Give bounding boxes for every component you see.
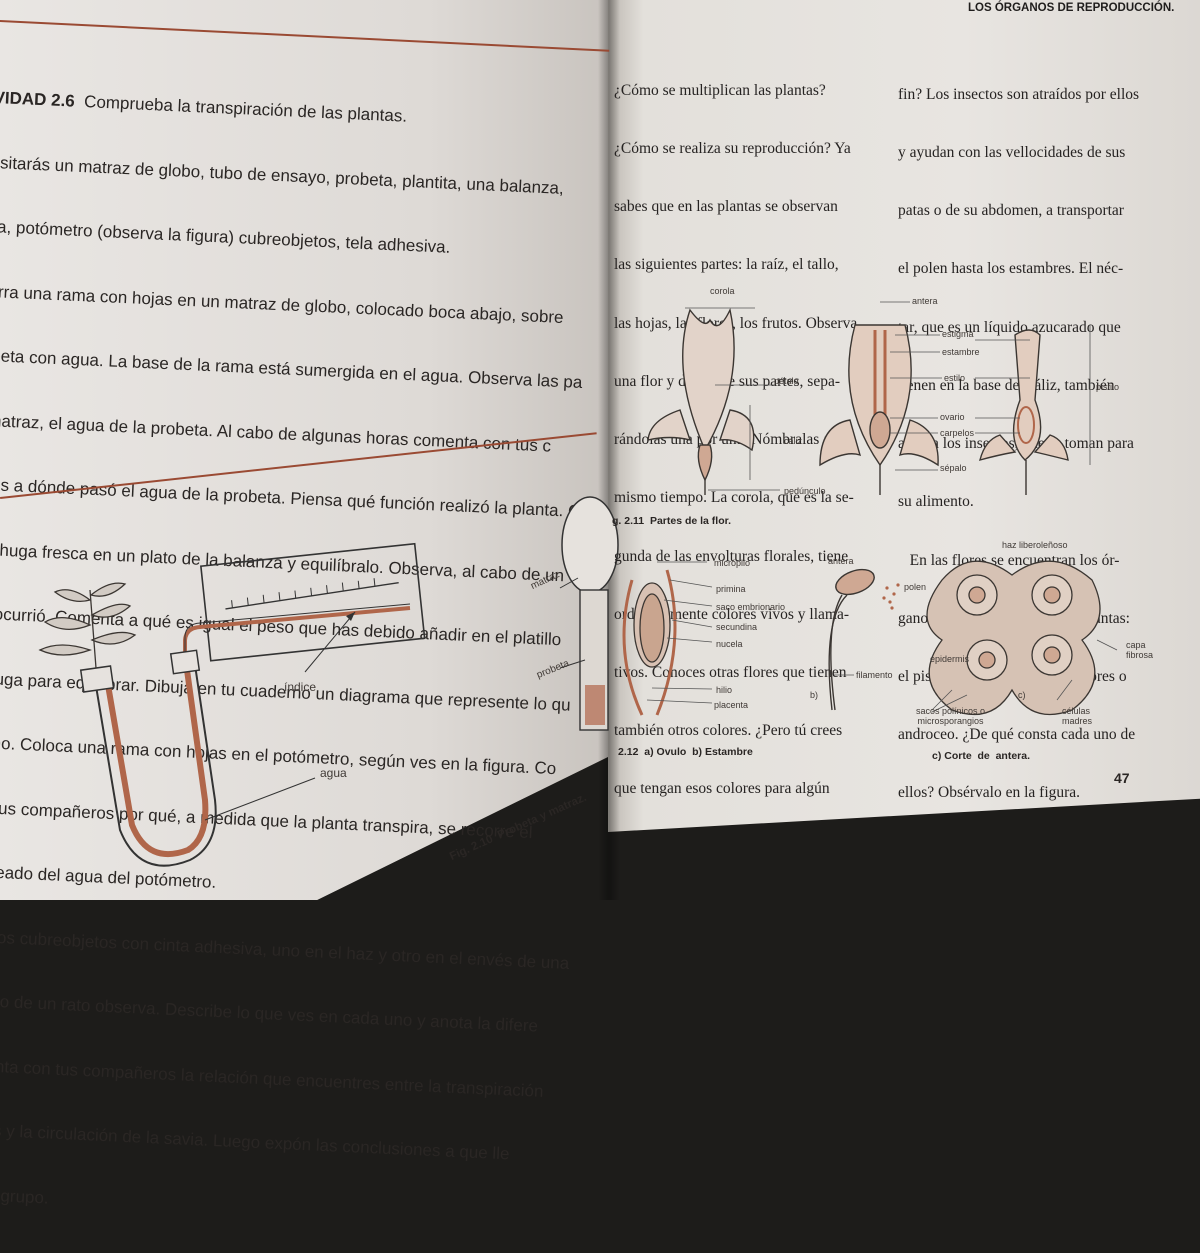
- anther-cross-section: [926, 560, 1101, 716]
- col2-line: tar, que es un líquido azucarado que: [898, 318, 1121, 336]
- col2-line: patas o de su abdomen, a transportar: [898, 202, 1124, 220]
- col2-line: su alimento.: [898, 493, 974, 511]
- activity-line: ante tu grupo.: [0, 1185, 50, 1208]
- label-polen: polen: [904, 582, 927, 592]
- col1-line: también otros colores. ¿Pero tú crees: [614, 722, 843, 740]
- label-sacos-polinicos: sacos polínicos o microsporangios: [916, 706, 986, 726]
- col1-line: tivos. Conoces otras flores que tienen: [614, 664, 847, 681]
- stamen: [828, 568, 900, 711]
- col1-line: ¿Cómo se multiplican las plantas?: [614, 81, 826, 99]
- label-pistilo: pistilo: [1096, 382, 1120, 392]
- col2-line: y ayudan con las vellocidades de sus: [898, 144, 1126, 162]
- activity-line: esitarás un matraz de globo, tubo de ens…: [0, 152, 565, 198]
- activity-line: Al cabo de un rato observa. Describe lo …: [0, 990, 539, 1036]
- leafy-branch: [38, 582, 137, 669]
- label-saco-embrionario: saco embrionario: [716, 602, 786, 612]
- label-corola: corola: [710, 286, 735, 296]
- activity-number: VIDAD 2.6: [0, 87, 76, 111]
- potometer-scale: [199, 542, 426, 662]
- fig-2-12-caption: 2.12 a) Ovulo b) Estambre: [618, 746, 753, 758]
- label-nucela: nucela: [716, 639, 743, 649]
- col1-line: gunda de las envolturas florales, tiene: [614, 547, 849, 565]
- label-c: c): [1018, 690, 1026, 700]
- activity-heading-text: Comprueba la transpiración de las planta…: [83, 92, 408, 126]
- activity-line: Fija dos cubreobjetos con cinta adhesiva…: [0, 925, 570, 973]
- label-sepalo: sépalo: [940, 463, 967, 473]
- col1-line: que tengan esos colores para algún: [614, 780, 830, 798]
- label-placenta: placenta: [714, 700, 749, 710]
- fig-2-11-caption: g. 2.11 Partes de la flor.: [612, 515, 732, 527]
- stopper-right: [169, 649, 201, 675]
- activity-line: obeta con agua. La base de la rama está …: [0, 345, 583, 392]
- label-caliz: cáliz: [784, 436, 803, 446]
- fig-2-12c-caption: c) Corte de antera.: [932, 750, 1031, 762]
- col2-line: androceo. ¿De qué consta cada uno de: [898, 726, 1136, 744]
- label-primina: primina: [716, 584, 746, 594]
- col2-line: ellos? Obsérvalo en la figura.: [898, 784, 1081, 802]
- page-number: 47: [1114, 770, 1130, 786]
- label-micropilo: micrópilo: [714, 558, 751, 568]
- col1-line: mismo tiempo. La corola, que es la se-: [614, 489, 854, 507]
- left-page: [0, 0, 610, 900]
- col2-line: En las flores se encuentran los ór-: [898, 551, 1120, 569]
- whole-flower: [647, 307, 755, 495]
- pistil: [979, 329, 1069, 495]
- label-estigma: estigma: [942, 329, 974, 339]
- u-tube: [94, 664, 217, 867]
- label-stamen-antera: antera: [828, 556, 854, 566]
- flask-apparatus: [561, 496, 619, 731]
- label-estambre: estambre: [942, 347, 980, 357]
- col1-line: ¿Cómo se realiza su reproducción? Ya: [614, 140, 851, 158]
- label-ovario: ovario: [940, 412, 965, 422]
- flower-section: [819, 324, 939, 495]
- label-pedunculo: pedúnculo: [784, 486, 826, 496]
- section-header: LOS ÓRGANOS DE REPRODUCCIÓN.: [968, 2, 1175, 14]
- stopper-left: [79, 665, 115, 693]
- activity-line: ga, potómetro (observa la figura) cubreo…: [0, 216, 451, 257]
- activity-line: ierra una rama con hojas en un matraz de…: [0, 281, 564, 327]
- col1-line: sabes que en las plantas se observan: [614, 198, 838, 216]
- label-secundina: secundina: [716, 622, 758, 632]
- label-carpelos: carpelos: [940, 428, 975, 438]
- label-filamento: filamento: [856, 670, 893, 680]
- activity-line: plantas y la circulación de la savia. Lu…: [0, 1118, 510, 1164]
- label-antera: antera: [912, 296, 938, 306]
- ovule: [622, 569, 677, 716]
- label-petalo: pétalo: [774, 376, 799, 386]
- label-capa-fibrosa: capa fibrosa: [1126, 640, 1154, 660]
- ovule-stamen-anther-diagrams: [622, 560, 1118, 716]
- col1-line: las siguientes partes: la raíz, el tallo…: [614, 256, 839, 274]
- activity-line: Comenta con tus compañeros la relación q…: [0, 1054, 544, 1101]
- flower-diagrams: [647, 301, 1091, 495]
- label-estilo: estilo: [944, 373, 966, 383]
- label-index: índice: [284, 680, 317, 694]
- col2-line: el polen hasta los estambres. El néc-: [898, 260, 1124, 278]
- label-b: b): [810, 690, 819, 700]
- potometer-illustration: [38, 496, 619, 867]
- label-hilio: hilio: [716, 685, 733, 695]
- activity-heading: VIDAD 2.6 Comprueba la transpiración de …: [0, 87, 608, 136]
- label-haz-liberolenoso: haz liberoleñoso: [1002, 540, 1068, 550]
- col2-line: fin? Los insectos son atraídos por ellos: [898, 85, 1140, 103]
- label-epidermis: epidermis: [930, 654, 970, 664]
- label-water: agua: [320, 766, 347, 780]
- label-celulas-madres: células madres: [1062, 706, 1093, 726]
- activity-line: l matraz, el agua de la probeta. Al cabo…: [0, 410, 552, 456]
